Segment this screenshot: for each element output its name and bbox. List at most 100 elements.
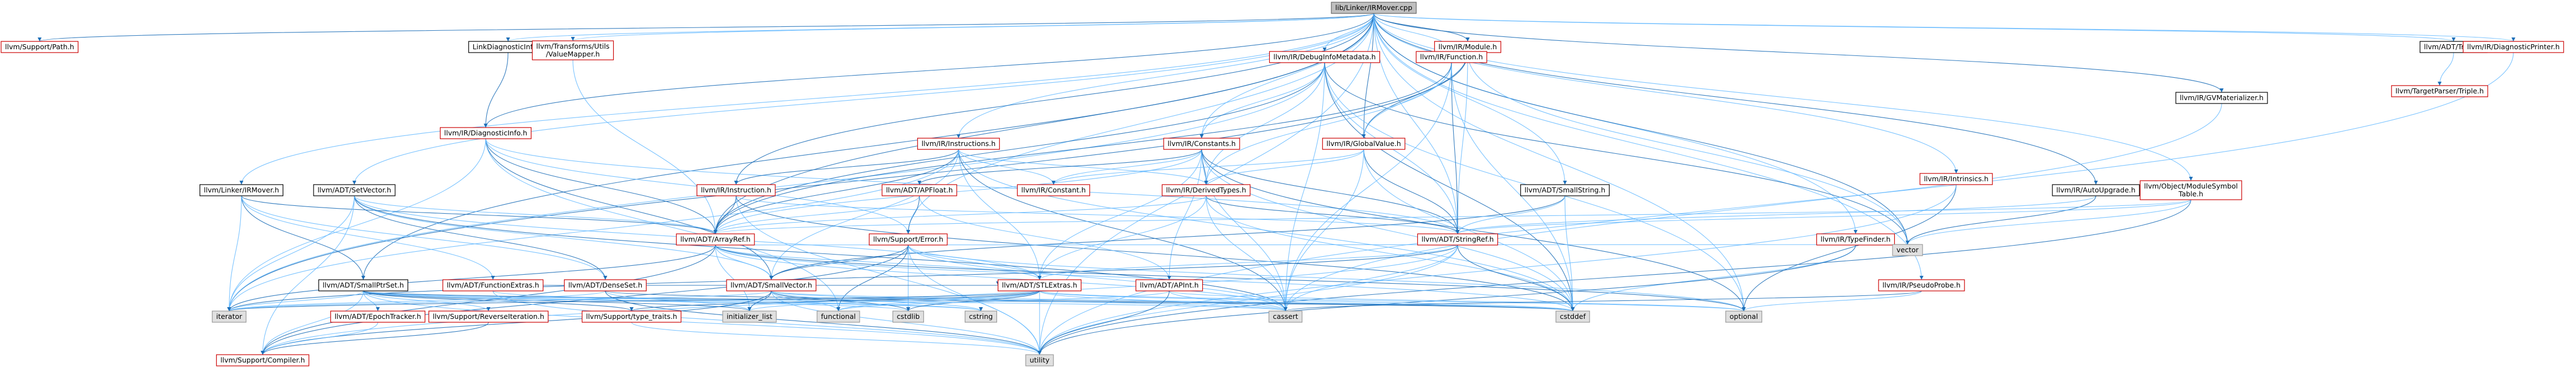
edge-arrayref-to-compiler: [262, 244, 716, 355]
graph-node-cassert[interactable]: cassert: [1268, 310, 1303, 323]
node-box: [1520, 184, 1610, 196]
node-label: llvm/Support/Path.h: [5, 43, 74, 51]
graph-node-derivedtypes[interactable]: llvm/IR/DerivedTypes.h: [1161, 184, 1251, 196]
graph-node-gvmat[interactable]: llvm/IR/GVMaterializer.h: [2175, 92, 2268, 104]
node-box: [440, 127, 532, 139]
graph-node-iterator[interactable]: iterator: [212, 310, 246, 323]
graph-node-constant[interactable]: llvm/IR/Constant.h: [1017, 184, 1090, 196]
graph-node-diagprinter[interactable]: llvm/IR/DiagnosticPrinter.h: [2463, 41, 2564, 53]
node-label: llvm/IR/AutoUpgrade.h: [2056, 186, 2136, 194]
graph-node-compiler[interactable]: llvm/Support/Compiler.h: [216, 354, 310, 366]
node-box: [917, 138, 1000, 150]
graph-node-constants[interactable]: llvm/IR/Constants.h: [1163, 138, 1240, 150]
node-label: vector: [1896, 246, 1919, 254]
graph-node-stringref[interactable]: llvm/ADT/StringRef.h: [1417, 233, 1498, 246]
edge-root-to-module: [1373, 13, 1468, 42]
edge-smallptrset-to-cstddef: [363, 290, 1573, 312]
graph-node-cstring[interactable]: cstring: [965, 310, 997, 323]
edge-diaginfo-to-iterator: [229, 138, 486, 312]
graph-node-diaginfo[interactable]: llvm/IR/DiagnosticInfo.h: [440, 127, 532, 139]
graph-node-typetraits[interactable]: llvm/Support/type_traits.h: [581, 310, 682, 323]
edge-irmoverh-to-functionextras: [241, 195, 494, 280]
node-box: [998, 279, 1081, 291]
graph-node-vector[interactable]: vector: [1892, 244, 1923, 256]
graph-node-autoupgrade[interactable]: llvm/IR/AutoUpgrade.h: [2052, 184, 2140, 196]
graph-node-pseudoprobe[interactable]: llvm/IR/PseudoProbe.h: [1878, 279, 1965, 291]
graph-node-smallstring[interactable]: llvm/ADT/SmallString.h: [1520, 184, 1610, 196]
node-label: initializer_list: [727, 312, 772, 321]
node-box: [532, 40, 614, 60]
graph-node-intrinsics[interactable]: llvm/IR/Intrinsics.h: [1919, 173, 1993, 185]
graph-node-epochtracker[interactable]: llvm/ADT/EpochTracker.h: [330, 310, 426, 323]
node-label: llvm/Support/ReverseIteration.h: [433, 312, 544, 321]
graph-node-supportpath[interactable]: llvm/Support/Path.h: [1, 41, 79, 53]
node-label: llvm/Linker/IRMover.h: [204, 186, 279, 194]
edge-intrinsics-to-utility: [1039, 184, 1957, 355]
node-label: utility: [1030, 356, 1050, 364]
edge-functionextras-to-utility: [492, 290, 1040, 355]
edge-function-to-arrayref: [715, 62, 1452, 234]
graph-node-globalvalue[interactable]: llvm/IR/GlobalValue.h: [1322, 138, 1406, 150]
graph-node-debuginfo[interactable]: llvm/IR/DebugInfoMetadata.h: [1269, 51, 1380, 63]
graph-node-module[interactable]: llvm/IR/Module.h: [1434, 41, 1501, 53]
graph-node-cstddef[interactable]: cstddef: [1555, 310, 1590, 323]
edge-setvector-to-iterator: [229, 195, 355, 312]
graph-node-apfloat[interactable]: llvm/ADT/APFloat.h: [881, 184, 957, 196]
node-box: [1417, 233, 1498, 246]
graph-node-instruction[interactable]: llvm/IR/Instruction.h: [696, 184, 776, 196]
graph-node-linkdiag[interactable]: LinkDiagnosticInfo.h: [468, 41, 548, 53]
node-label: llvm/TargetParser/Triple.h: [2395, 87, 2484, 95]
edge-denseset-to-iterator: [229, 290, 606, 312]
graph-node-denseset[interactable]: llvm/ADT/DenseSet.h: [564, 279, 647, 291]
edge-stlextras-to-cstddef: [1039, 290, 1573, 312]
edge-root-to-instruction: [736, 13, 1374, 185]
node-label: llvm/ADT/APFloat.h: [886, 186, 953, 194]
node-label: Table.h: [2178, 190, 2203, 198]
edge-constants-to-constant: [1053, 149, 1202, 185]
graph-node-smallptrset[interactable]: llvm/ADT/SmallPtrSet.h: [318, 279, 409, 291]
graph-node-valuemapper[interactable]: llvm/Transforms/Utils/ValueMapper.h: [532, 40, 614, 60]
arrowhead-typetraits-to-utility: [1037, 351, 1042, 355]
node-box: [1163, 138, 1240, 150]
graph-node-arrayref[interactable]: llvm/ADT/ArrayRef.h: [676, 233, 755, 246]
node-box: [881, 184, 957, 196]
graph-node-reverseiter[interactable]: llvm/Support/ReverseIteration.h: [428, 310, 549, 323]
graph-node-utility[interactable]: utility: [1025, 354, 1054, 366]
edge-stlextras-to-cstdlib: [908, 290, 1040, 312]
graph-node-initlist[interactable]: initializer_list: [722, 310, 777, 323]
graph-node-functionextras[interactable]: llvm/ADT/FunctionExtras.h: [442, 279, 544, 291]
arrowhead-arrayref-to-smallvector: [769, 276, 774, 280]
graph-node-apint[interactable]: llvm/ADT/APInt.h: [1135, 279, 1203, 291]
edge-globalvalue-to-cstddef: [1363, 149, 1573, 312]
graph-node-targetparser[interactable]: llvm/TargetParser/Triple.h: [2391, 85, 2488, 97]
graph-node-root[interactable]: lib/Linker/IRMover.cpp: [1331, 2, 1417, 14]
graph-node-stlextras[interactable]: llvm/ADT/STLExtras.h: [998, 279, 1081, 291]
graph-node-function[interactable]: llvm/IR/Function.h: [1416, 51, 1487, 63]
graph-node-optional[interactable]: optional: [1725, 310, 1762, 323]
node-label: llvm/IR/Intrinsics.h: [1924, 175, 1989, 183]
graph-node-smallvector[interactable]: llvm/ADT/SmallVector.h: [726, 279, 817, 291]
edge-smallptrset-to-initlist: [363, 290, 750, 312]
graph-node-setvector[interactable]: llvm/ADT/SetVector.h: [313, 184, 396, 196]
node-label: llvm/IR/DiagnosticPrinter.h: [2467, 43, 2560, 51]
graph-node-instructions[interactable]: llvm/IR/Instructions.h: [917, 138, 1000, 150]
edge-pseudoprobe-to-optional: [1743, 290, 1922, 312]
graph-node-functional[interactable]: functional: [817, 310, 860, 323]
node-label: llvm/ADT/StringRef.h: [1421, 235, 1493, 243]
edge-supporterror-to-cassert: [908, 244, 1286, 312]
edge-instructions-to-stlextras: [958, 149, 1040, 280]
arrowhead-stlextras-to-iterator: [227, 307, 231, 311]
graph-node-typefinder[interactable]: llvm/IR/TypeFinder.h: [1816, 233, 1895, 246]
edge-irmoverh-to-arrayref: [241, 195, 716, 234]
edge-apint-to-cassert: [1169, 290, 1286, 312]
edge-stringref-to-iterator: [229, 244, 1458, 312]
graph-node-cstdlib[interactable]: cstdlib: [892, 310, 924, 323]
node-box: [442, 279, 544, 291]
graph-node-supporterror[interactable]: llvm/Support/Error.h: [869, 233, 948, 246]
edge-intrinsics-to-optional: [1743, 184, 1957, 312]
edge-irmoverh-to-smallptrset: [241, 195, 364, 280]
edge-root-to-diagprinter: [1373, 13, 2514, 42]
graph-node-irmoverh[interactable]: llvm/Linker/IRMover.h: [200, 184, 283, 196]
node-label: cstddef: [1560, 312, 1586, 321]
